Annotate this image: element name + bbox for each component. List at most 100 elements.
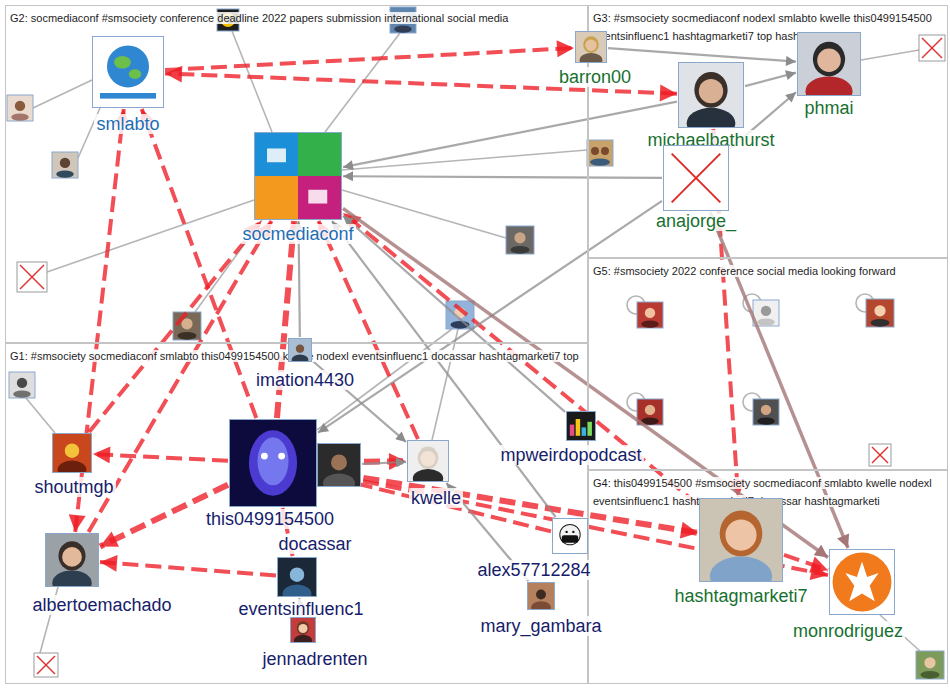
avatar-head bbox=[924, 657, 935, 668]
user-label: docassar bbox=[276, 534, 353, 554]
minor-edge bbox=[47, 200, 254, 272]
avatar-bar bbox=[582, 427, 586, 435]
avatar-background bbox=[866, 299, 894, 327]
avatar-body bbox=[511, 246, 530, 254]
user-vertex: docassar bbox=[317, 443, 361, 487]
avatar bbox=[506, 226, 534, 254]
avatar-head bbox=[699, 79, 723, 103]
broken-image-frame bbox=[919, 35, 945, 61]
logo-disc bbox=[833, 553, 892, 612]
mention-edge bbox=[343, 176, 662, 178]
user-label: anajorge_ bbox=[654, 211, 738, 231]
avatar-background bbox=[506, 226, 534, 254]
user-vertex: phmai bbox=[797, 32, 861, 96]
user-label: alex57712284 bbox=[475, 560, 592, 580]
avatar-bar bbox=[587, 422, 591, 436]
avatar-body bbox=[178, 332, 197, 340]
avatar-background bbox=[93, 37, 163, 107]
avatar-bar bbox=[570, 425, 574, 436]
avatar-body bbox=[531, 601, 551, 609]
avatar-head bbox=[601, 147, 609, 155]
broken-image-cross bbox=[872, 447, 888, 463]
broken-image-frame bbox=[17, 262, 47, 292]
avatar-head bbox=[725, 520, 756, 551]
mention-edge bbox=[100, 562, 276, 575]
group-heading: G2: socmediaconf #smsociety conference d… bbox=[10, 12, 508, 24]
avatar-background bbox=[587, 140, 613, 166]
minor-edge bbox=[432, 329, 458, 440]
connector-group bbox=[75, 48, 848, 616]
broken-image-cross bbox=[922, 38, 942, 58]
user-vertex: imation4430 bbox=[288, 338, 312, 362]
avatar-head bbox=[514, 232, 525, 243]
avatar bbox=[9, 372, 35, 398]
broken-image bbox=[869, 444, 891, 466]
avatar-background bbox=[553, 519, 587, 553]
avatar-hair bbox=[720, 510, 763, 556]
user-vertex: barron00 bbox=[575, 31, 607, 63]
user-label: mary_gambara bbox=[478, 616, 603, 636]
avatar-head bbox=[645, 405, 655, 415]
user-vertex: eventsinfluenc1 bbox=[277, 557, 317, 597]
avatar-image bbox=[289, 339, 311, 361]
globe-land bbox=[129, 69, 142, 79]
avatar-background bbox=[567, 412, 595, 440]
avatar bbox=[7, 95, 33, 121]
broken-image-frame bbox=[34, 653, 58, 677]
user-vertex: jennadrenten bbox=[290, 617, 316, 643]
avatar-image bbox=[255, 133, 341, 219]
avatar-head bbox=[761, 306, 771, 316]
avatar-head bbox=[420, 451, 435, 466]
logo-mark bbox=[308, 190, 327, 204]
avatar-bar bbox=[576, 419, 580, 436]
user-label: albertoemachado bbox=[30, 595, 173, 615]
user-label: smlabto bbox=[94, 114, 161, 134]
avatar-head bbox=[591, 147, 599, 155]
avatar bbox=[753, 399, 779, 425]
broken-image bbox=[34, 653, 58, 677]
avatar-eye bbox=[261, 453, 268, 460]
avatar-head bbox=[560, 524, 580, 544]
avatar-background bbox=[830, 550, 894, 614]
group-heading: G5: #smsociety 2022 conference social me… bbox=[593, 265, 896, 277]
user-vertex: albertoemachado bbox=[45, 533, 99, 587]
broken-image bbox=[919, 35, 945, 61]
avatar-background bbox=[173, 312, 201, 340]
mention-edge bbox=[608, 48, 796, 61]
avatar-hair bbox=[297, 621, 309, 634]
user-label: phmai bbox=[802, 98, 855, 118]
avatar-body bbox=[641, 321, 659, 328]
avatar-body bbox=[13, 391, 31, 398]
minor-edge bbox=[33, 80, 92, 108]
avatar-image bbox=[46, 534, 98, 586]
mention-edge bbox=[318, 201, 662, 433]
avatar-background bbox=[916, 651, 944, 679]
avatar-eye bbox=[572, 531, 574, 533]
group-panel: G3: #smsociety socmediaconf nodexl smlab… bbox=[588, 5, 948, 258]
group-panel: G4: this0499154500 #smsociety socmediaco… bbox=[588, 470, 948, 684]
avatar-image bbox=[700, 499, 782, 581]
avatar-head bbox=[761, 405, 771, 415]
logo-tile bbox=[255, 176, 298, 219]
avatar-body bbox=[394, 26, 412, 33]
mention-edge bbox=[165, 48, 574, 70]
avatar-mask bbox=[562, 535, 578, 542]
broken-image-cross bbox=[672, 154, 721, 203]
minor-edge bbox=[232, 31, 272, 132]
avatar-body bbox=[52, 570, 92, 586]
avatar-head bbox=[536, 590, 546, 600]
avatar-eye bbox=[278, 453, 285, 460]
group-panel: G2: socmediaconf #smsociety conference d… bbox=[5, 5, 588, 343]
avatar-head bbox=[62, 547, 82, 567]
logo-tile bbox=[298, 176, 341, 219]
user-vertex: hashtagmarketi7 bbox=[699, 498, 783, 582]
avatar-head bbox=[15, 101, 25, 111]
user-label: hashtagmarketi7 bbox=[672, 586, 809, 606]
avatar-head bbox=[17, 378, 27, 388]
avatar-image bbox=[528, 583, 554, 609]
avatar-image bbox=[278, 558, 316, 596]
avatar-head bbox=[298, 624, 307, 633]
avatar-body bbox=[413, 469, 443, 481]
avatar-image bbox=[576, 32, 606, 62]
avatar-body bbox=[921, 671, 940, 679]
